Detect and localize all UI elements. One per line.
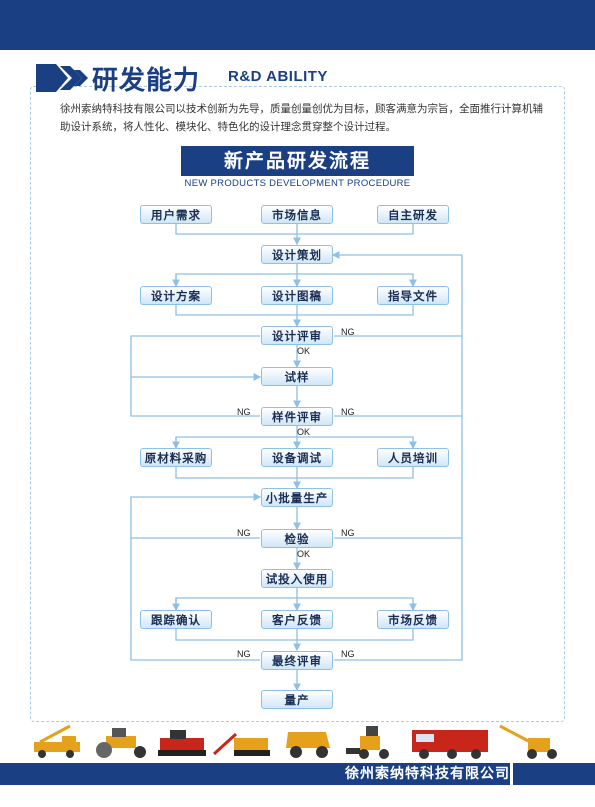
machinery-illustration [34,724,557,759]
node-design-review: 设计评审 [261,326,333,345]
intro-paragraph: 徐州索纳特科技有限公司以技术创新为先导，质量创量创优为目标，顾客满意为宗旨，全面… [60,103,543,133]
node-small-batch: 小批量生产 [261,488,333,507]
node-mass-production: 量产 [261,690,333,709]
node-trial-sample: 试样 [261,367,333,386]
footer-company: 徐州索纳特科技有限公司 [345,766,510,782]
node-staff-training: 人员培训 [377,448,449,467]
node-user-demand: 用户需求 [140,205,212,224]
label-ng: NG [341,327,355,337]
label-ng: NG [341,649,355,659]
node-customer-feedback: 客户反馈 [261,610,333,629]
node-design-drawing: 设计图稿 [261,286,333,305]
node-track-confirm: 跟踪确认 [140,610,212,629]
node-raw-purchase: 原材料采购 [140,448,212,467]
dump-truck-icon [286,732,330,758]
node-trial-use: 试投入使用 [261,569,333,588]
milling-machine-icon [212,732,270,756]
content-frame [30,86,565,722]
node-sample-review: 样件评审 [261,407,333,426]
wheel-loader-icon [346,726,389,759]
node-self-rd: 自主研发 [377,205,449,224]
aerial-lift-truck-icon [34,724,80,758]
road-roller-icon [96,728,146,758]
telehandler-icon [499,724,557,759]
node-inspection: 检验 [261,529,333,548]
chevron-logo-icon [36,64,88,92]
section-title-en: R&D ABILITY [228,68,328,85]
section-title: 研发能力 [92,66,201,96]
top-band [0,0,595,50]
label-ng: NG [237,407,251,417]
label-ng: NG [341,528,355,538]
procedure-subtitle: NEW PRODUCTS DEVELOPMENT PROCEDURE [184,178,411,189]
label-ok: OK [297,346,311,356]
node-market-feedback: 市场反馈 [377,610,449,629]
paver-icon [158,730,206,756]
label-ok: OK [297,427,311,437]
procedure-title: 新产品研发流程 [181,146,414,176]
node-guide-doc: 指导文件 [377,286,449,305]
label-ng: NG [237,528,251,538]
node-equip-debug: 设备调试 [261,448,333,467]
footer-band: 徐州索纳特科技有限公司 [0,763,595,785]
label-ok: OK [297,549,311,559]
node-design-scheme: 设计方案 [140,286,212,305]
label-ng: NG [341,407,355,417]
footer-tab [510,763,595,785]
node-final-review: 最终评审 [261,651,333,670]
fire-truck-icon [412,730,488,759]
node-design-plan: 设计策划 [261,245,333,264]
label-ng: NG [237,649,251,659]
node-market-info: 市场信息 [261,205,333,224]
